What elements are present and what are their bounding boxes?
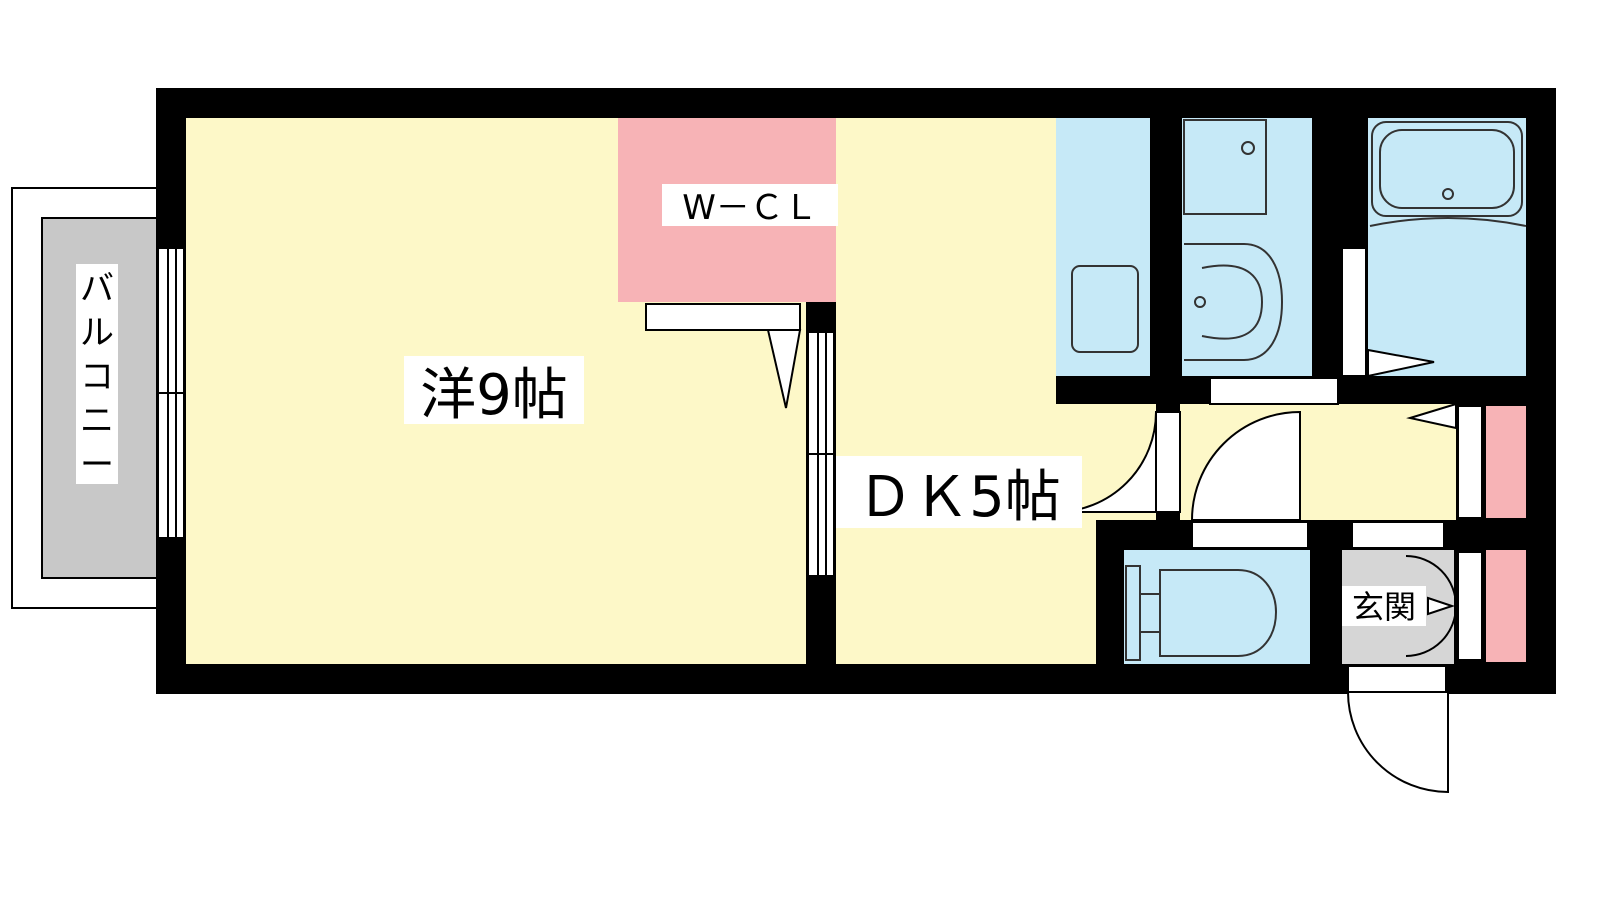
kitchen-sink-icon (1071, 265, 1139, 353)
washroom (1182, 118, 1312, 376)
bathtub-icon (1369, 121, 1527, 227)
bathroom-door (1341, 247, 1435, 378)
balcony-label: バ ル コ ニ ー (80, 269, 114, 485)
kitchen-counter (1056, 118, 1150, 376)
closet-door (645, 303, 802, 409)
washing-machine-icon (1183, 119, 1267, 215)
shoe-storage (1486, 406, 1526, 518)
balcony-label-char: ニ (80, 401, 114, 441)
washroom-door (1055, 411, 1181, 513)
sliding-door (807, 331, 835, 577)
shoe-storage-lower (1486, 550, 1526, 662)
entrance-door (1346, 521, 1483, 794)
balcony-label-char: ル (80, 313, 114, 353)
balcony-label-char: ー (80, 445, 114, 485)
toilet-door (1190, 410, 1309, 549)
entrance-label: 玄関 (1352, 588, 1416, 626)
dining-kitchen (836, 118, 1056, 664)
balcony-window (157, 247, 185, 539)
dining-kitchen-bottom (1056, 520, 1096, 664)
wash-basin-icon (1184, 243, 1284, 361)
balcony-label-char: バ (80, 269, 114, 309)
balcony-label-char: コ (80, 357, 114, 397)
storage-door (1406, 402, 1483, 519)
toilet-room (1124, 550, 1310, 664)
western-room-label: 洋9帖 (420, 363, 568, 428)
hall-opening (1209, 377, 1339, 405)
closet-label: W－ＣＬ (682, 188, 818, 228)
toilet-icon (1125, 565, 1278, 661)
dining-kitchen-label: ＤＫ5帖 (857, 465, 1061, 530)
bathroom (1368, 118, 1526, 376)
